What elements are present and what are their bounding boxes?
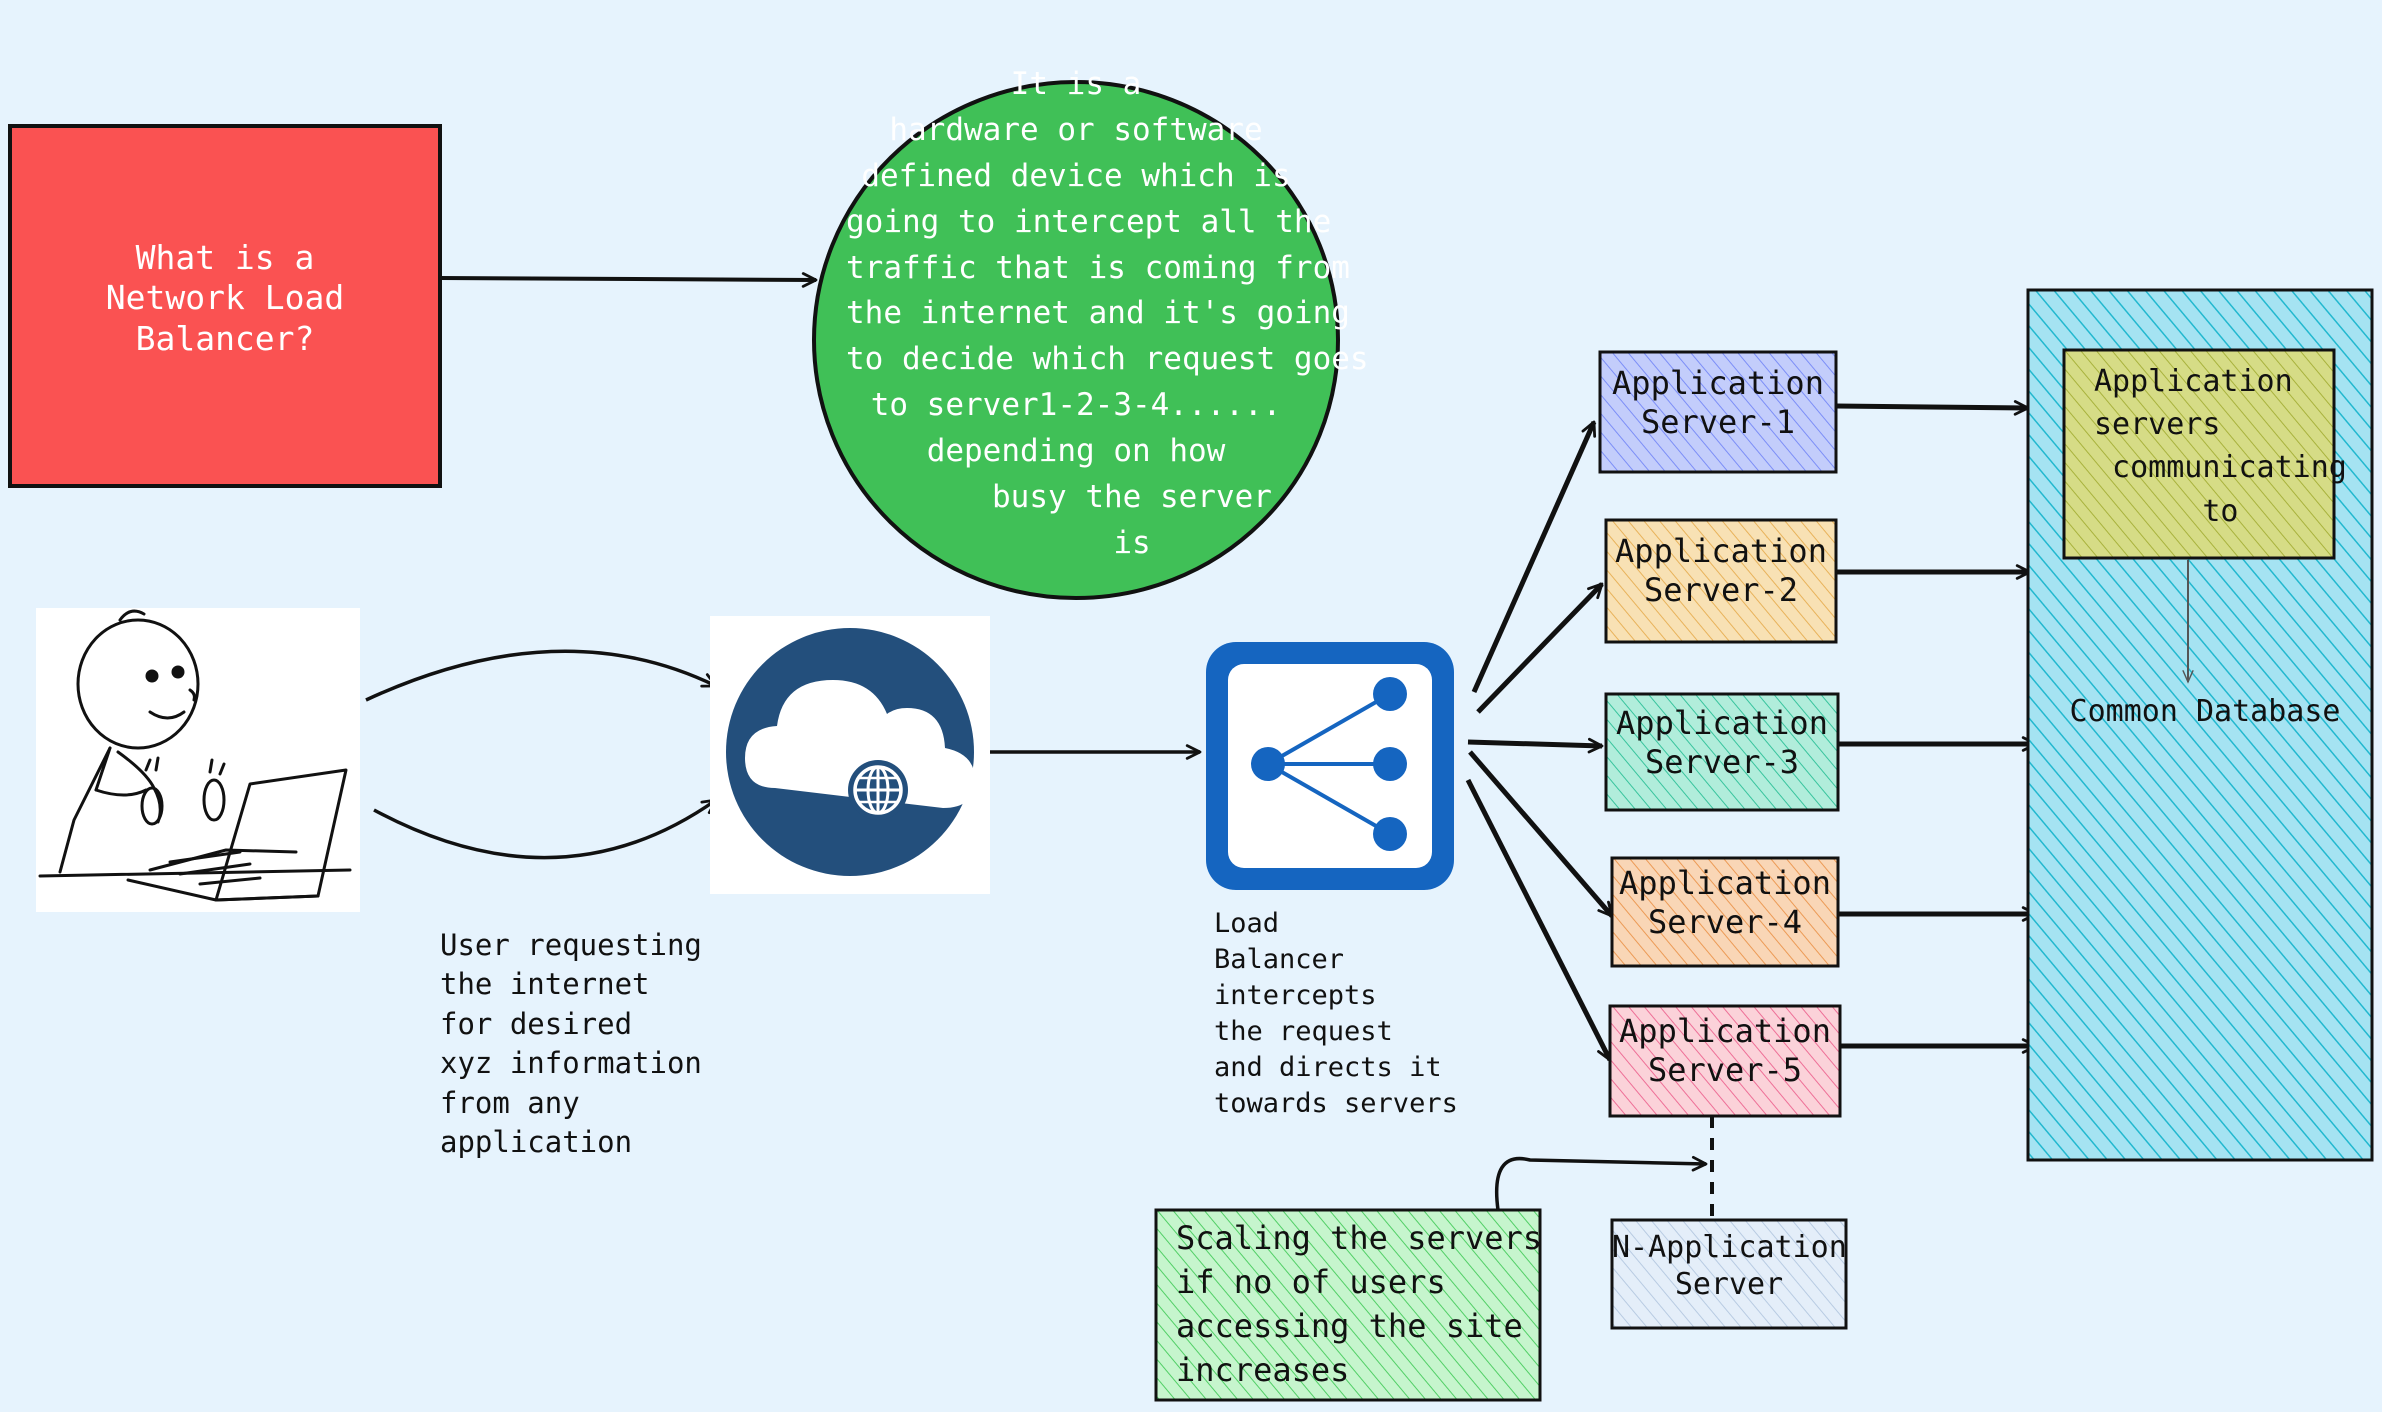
lb-to-server-2-arrow [1476, 582, 1604, 714]
question-text: What is a Network Load Balancer? [105, 238, 345, 358]
server-3-label: Application Server-3 [1616, 704, 1828, 782]
server-box-1 [1598, 350, 1838, 474]
database-label: Common Database [2069, 694, 2341, 729]
server-box-5 [1608, 1004, 1842, 1118]
server-4-label: Application Server-4 [1619, 864, 1831, 942]
user-request-arrow-top [365, 649, 718, 702]
lb-to-server-4-arrow [1468, 750, 1614, 918]
database-box [2026, 288, 2374, 1162]
server-1-label: Application Server-1 [1612, 364, 1824, 442]
cloud-globe-icon [710, 616, 990, 894]
server-2-label: Application Server-2 [1615, 532, 1827, 610]
server-5-label: Application Server-5 [1619, 1012, 1831, 1090]
user-request-arrow-bottom [373, 798, 718, 860]
lb-to-server-5-arrow [1465, 778, 1613, 1062]
lb-caption: Load Balancer intercepts the request and… [1214, 908, 1458, 1119]
lb-to-server-3-arrow [1467, 737, 1604, 754]
question-to-answer-arrow [439, 272, 818, 288]
stick-figure-laptop-icon [36, 608, 360, 912]
server-box-2 [1604, 518, 1838, 644]
answer-bubble [812, 80, 1340, 600]
server-1-to-db-arrow [1835, 400, 2030, 416]
scaling-arrow [1494, 1155, 1708, 1211]
question-box [8, 124, 442, 488]
load-balancer-icon [1206, 642, 1454, 890]
answer-text: It is a hardware or software defined dev… [846, 66, 1369, 561]
lb-to-servers-arrows [1465, 420, 1614, 1062]
scaling-note-text: Scaling the servers if no of users acces… [1176, 1219, 1543, 1390]
n-server-label: N-Application Server [1612, 1230, 1847, 1302]
db-note-text: Application servers communicating to [2094, 364, 2347, 529]
user-caption: User requesting the internet for desired… [440, 928, 702, 1160]
scaling-note-box [1154, 1208, 1542, 1402]
lb-to-server-1-arrow [1471, 420, 1597, 694]
n-server-box [1610, 1218, 1848, 1330]
server-box-3 [1604, 692, 1840, 812]
servers-to-db-arrows [1835, 400, 2038, 1054]
